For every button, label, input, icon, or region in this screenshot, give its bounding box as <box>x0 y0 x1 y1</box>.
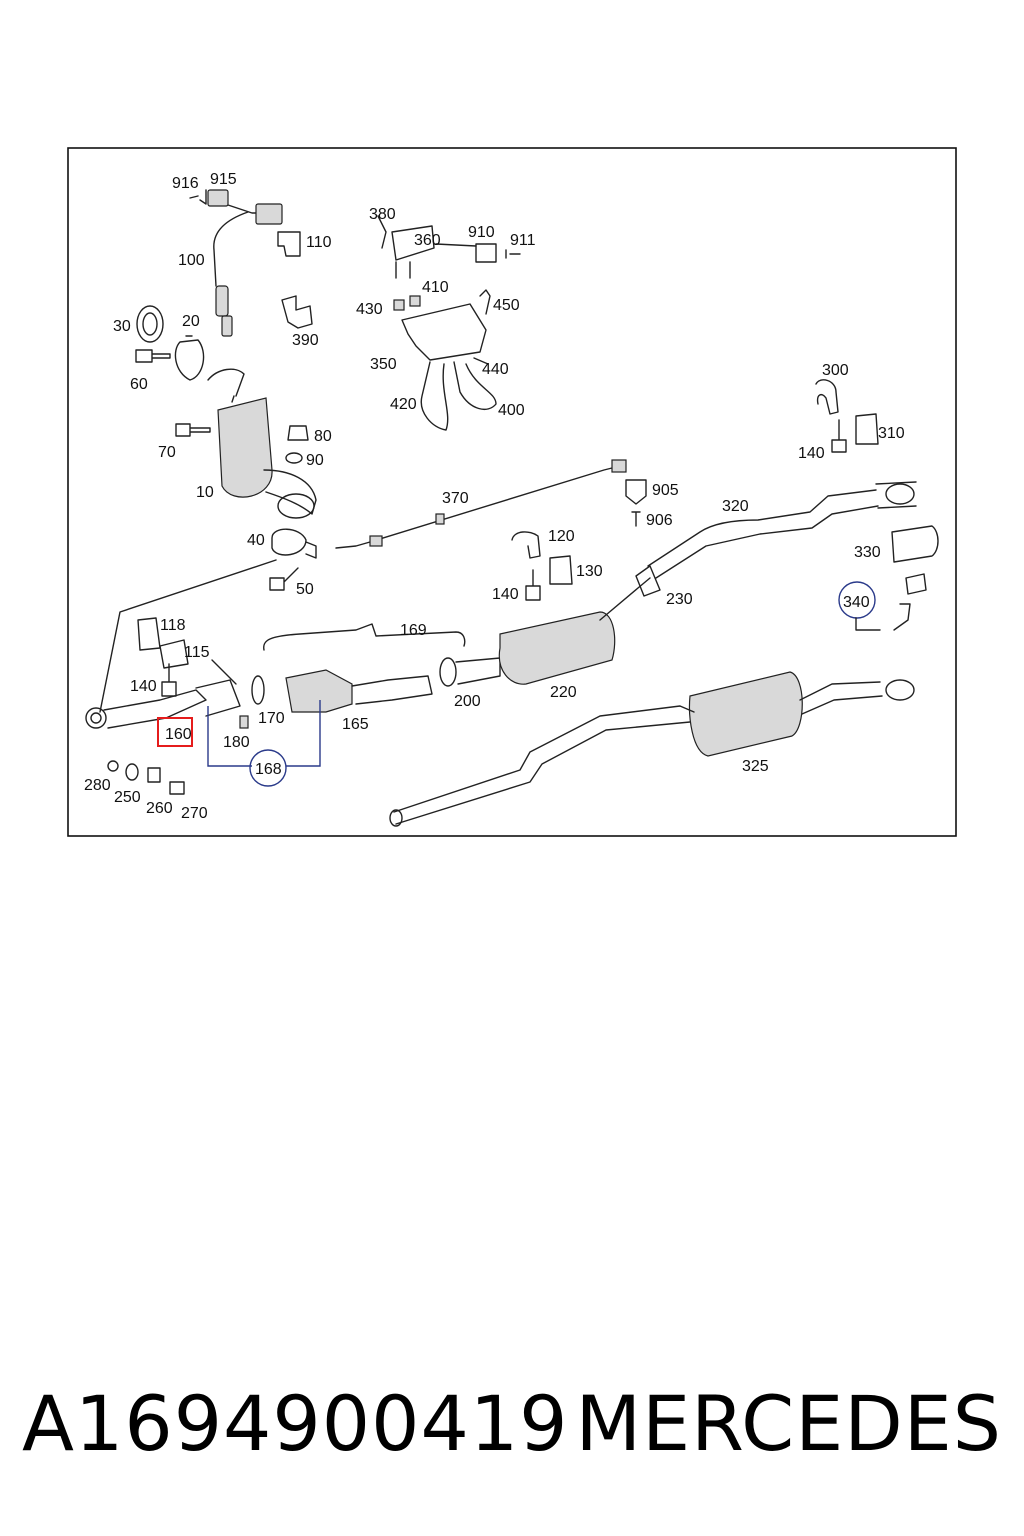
silencer-220-drawing <box>498 611 616 685</box>
hanger-300-drawing <box>815 379 839 415</box>
callout-320: 320 <box>722 498 749 515</box>
callout-300: 300 <box>822 362 849 379</box>
callout-906: 906 <box>646 512 673 529</box>
callout-170: 170 <box>258 710 285 727</box>
callout-180: 180 <box>223 734 250 751</box>
callout-911: 911 <box>510 232 536 249</box>
washer-250-drawing <box>125 763 139 781</box>
callout-50: 50 <box>296 581 314 598</box>
washer-280-drawing <box>107 760 119 772</box>
catalytic-converter-drawing <box>207 368 317 519</box>
highlight-box-160 <box>157 717 193 747</box>
callout-60: 60 <box>130 376 148 393</box>
callout-80: 80 <box>314 428 332 445</box>
callout-450: 450 <box>493 297 520 314</box>
callout-340: 340 <box>843 594 870 611</box>
connector-910-drawing <box>475 243 521 263</box>
callout-130: 130 <box>576 563 603 580</box>
callout-370: 370 <box>442 490 469 507</box>
callout-circle-340 <box>838 581 876 619</box>
caption-bar: A1694900419 MERCEDES <box>0 1368 1024 1478</box>
callout-200: 200 <box>454 693 481 710</box>
part-number: A1694900419 <box>22 1378 569 1468</box>
callout-120: 120 <box>548 528 575 545</box>
callout-390: 390 <box>292 332 319 349</box>
callout-140-b: 140 <box>492 586 519 603</box>
tailpipe-tip-330-drawing <box>891 525 939 563</box>
clamp-40-drawing <box>271 528 317 559</box>
callout-270: 270 <box>181 805 208 822</box>
clamp-20-drawing <box>174 335 205 381</box>
nut-80-drawing <box>287 425 309 441</box>
callout-330: 330 <box>854 544 881 561</box>
callout-168: 168 <box>255 761 282 778</box>
callout-220: 220 <box>550 684 577 701</box>
rear-pipe-320-drawing <box>647 489 879 579</box>
callout-380: 380 <box>369 206 396 223</box>
callout-440: 440 <box>482 361 509 378</box>
callout-230: 230 <box>666 591 693 608</box>
callout-910: 910 <box>468 224 495 241</box>
callout-350: 350 <box>370 356 397 373</box>
clip-110-drawing <box>277 231 301 257</box>
callout-916: 916 <box>172 175 199 192</box>
rubber-mount-130-drawing <box>549 555 573 585</box>
bolt-50-drawing <box>269 567 299 591</box>
callout-915: 915 <box>210 171 237 188</box>
clamp-200-drawing <box>439 657 457 687</box>
callout-325: 325 <box>742 758 769 775</box>
bolt-60-drawing <box>135 349 171 363</box>
callout-20: 20 <box>182 313 200 330</box>
callout-115: 115 <box>184 644 210 661</box>
sensor-905-drawing <box>625 479 647 527</box>
group-bracket-168 <box>207 700 321 767</box>
callout-140-c: 140 <box>130 678 157 695</box>
callout-310: 310 <box>878 425 905 442</box>
rubber-mount-310-drawing <box>855 413 879 445</box>
callout-circle-168 <box>249 749 287 787</box>
hanger-120-drawing <box>511 531 541 559</box>
bolt-140-drawing <box>831 419 847 453</box>
callout-430: 430 <box>356 301 383 318</box>
pipe-169-drawing <box>263 623 466 651</box>
parts-diagram: 916 915 110 100 380 360 910 911 410 430 … <box>67 147 957 837</box>
callout-169: 169 <box>400 622 427 639</box>
main-pipe-drawing <box>393 705 695 825</box>
callout-420: 420 <box>390 396 417 413</box>
callout-30: 30 <box>113 318 131 335</box>
callout-360: 360 <box>414 232 441 249</box>
callout-40: 40 <box>247 532 265 549</box>
callout-10: 10 <box>196 484 214 501</box>
callout-70: 70 <box>158 444 176 461</box>
sensor-340-drawing <box>893 573 927 631</box>
bracket-assembly-drawing <box>377 215 497 431</box>
bolt-70-drawing <box>175 423 211 437</box>
callout-140-a: 140 <box>798 445 825 462</box>
nut-260-drawing <box>147 767 161 783</box>
callout-160: 160 <box>165 726 192 743</box>
clip-390-drawing <box>281 295 313 329</box>
catalyst-165-drawing <box>285 669 353 713</box>
washer-90-drawing <box>285 452 303 464</box>
bolt-140b-drawing <box>525 569 541 601</box>
brand-name: MERCEDES <box>575 1378 1002 1468</box>
diagram-frame <box>67 147 957 837</box>
front-pipe-drawing <box>85 617 265 729</box>
callout-110: 110 <box>306 234 332 251</box>
callout-260: 260 <box>146 800 173 817</box>
oxygen-sensor-drawing <box>189 189 283 337</box>
callout-250: 250 <box>114 789 141 806</box>
bolt-270-drawing <box>169 781 185 795</box>
seal-30-drawing <box>136 305 164 343</box>
clamp-230-drawing <box>635 565 661 597</box>
callout-100: 100 <box>178 252 205 269</box>
callout-90: 90 <box>306 452 324 469</box>
callout-400: 400 <box>498 402 525 419</box>
rear-silencer-325-drawing <box>688 671 803 757</box>
callout-905: 905 <box>652 482 679 499</box>
callout-118: 118 <box>160 617 186 634</box>
callout-280: 280 <box>84 777 111 794</box>
callout-410: 410 <box>422 279 449 296</box>
callout-165: 165 <box>342 716 369 733</box>
